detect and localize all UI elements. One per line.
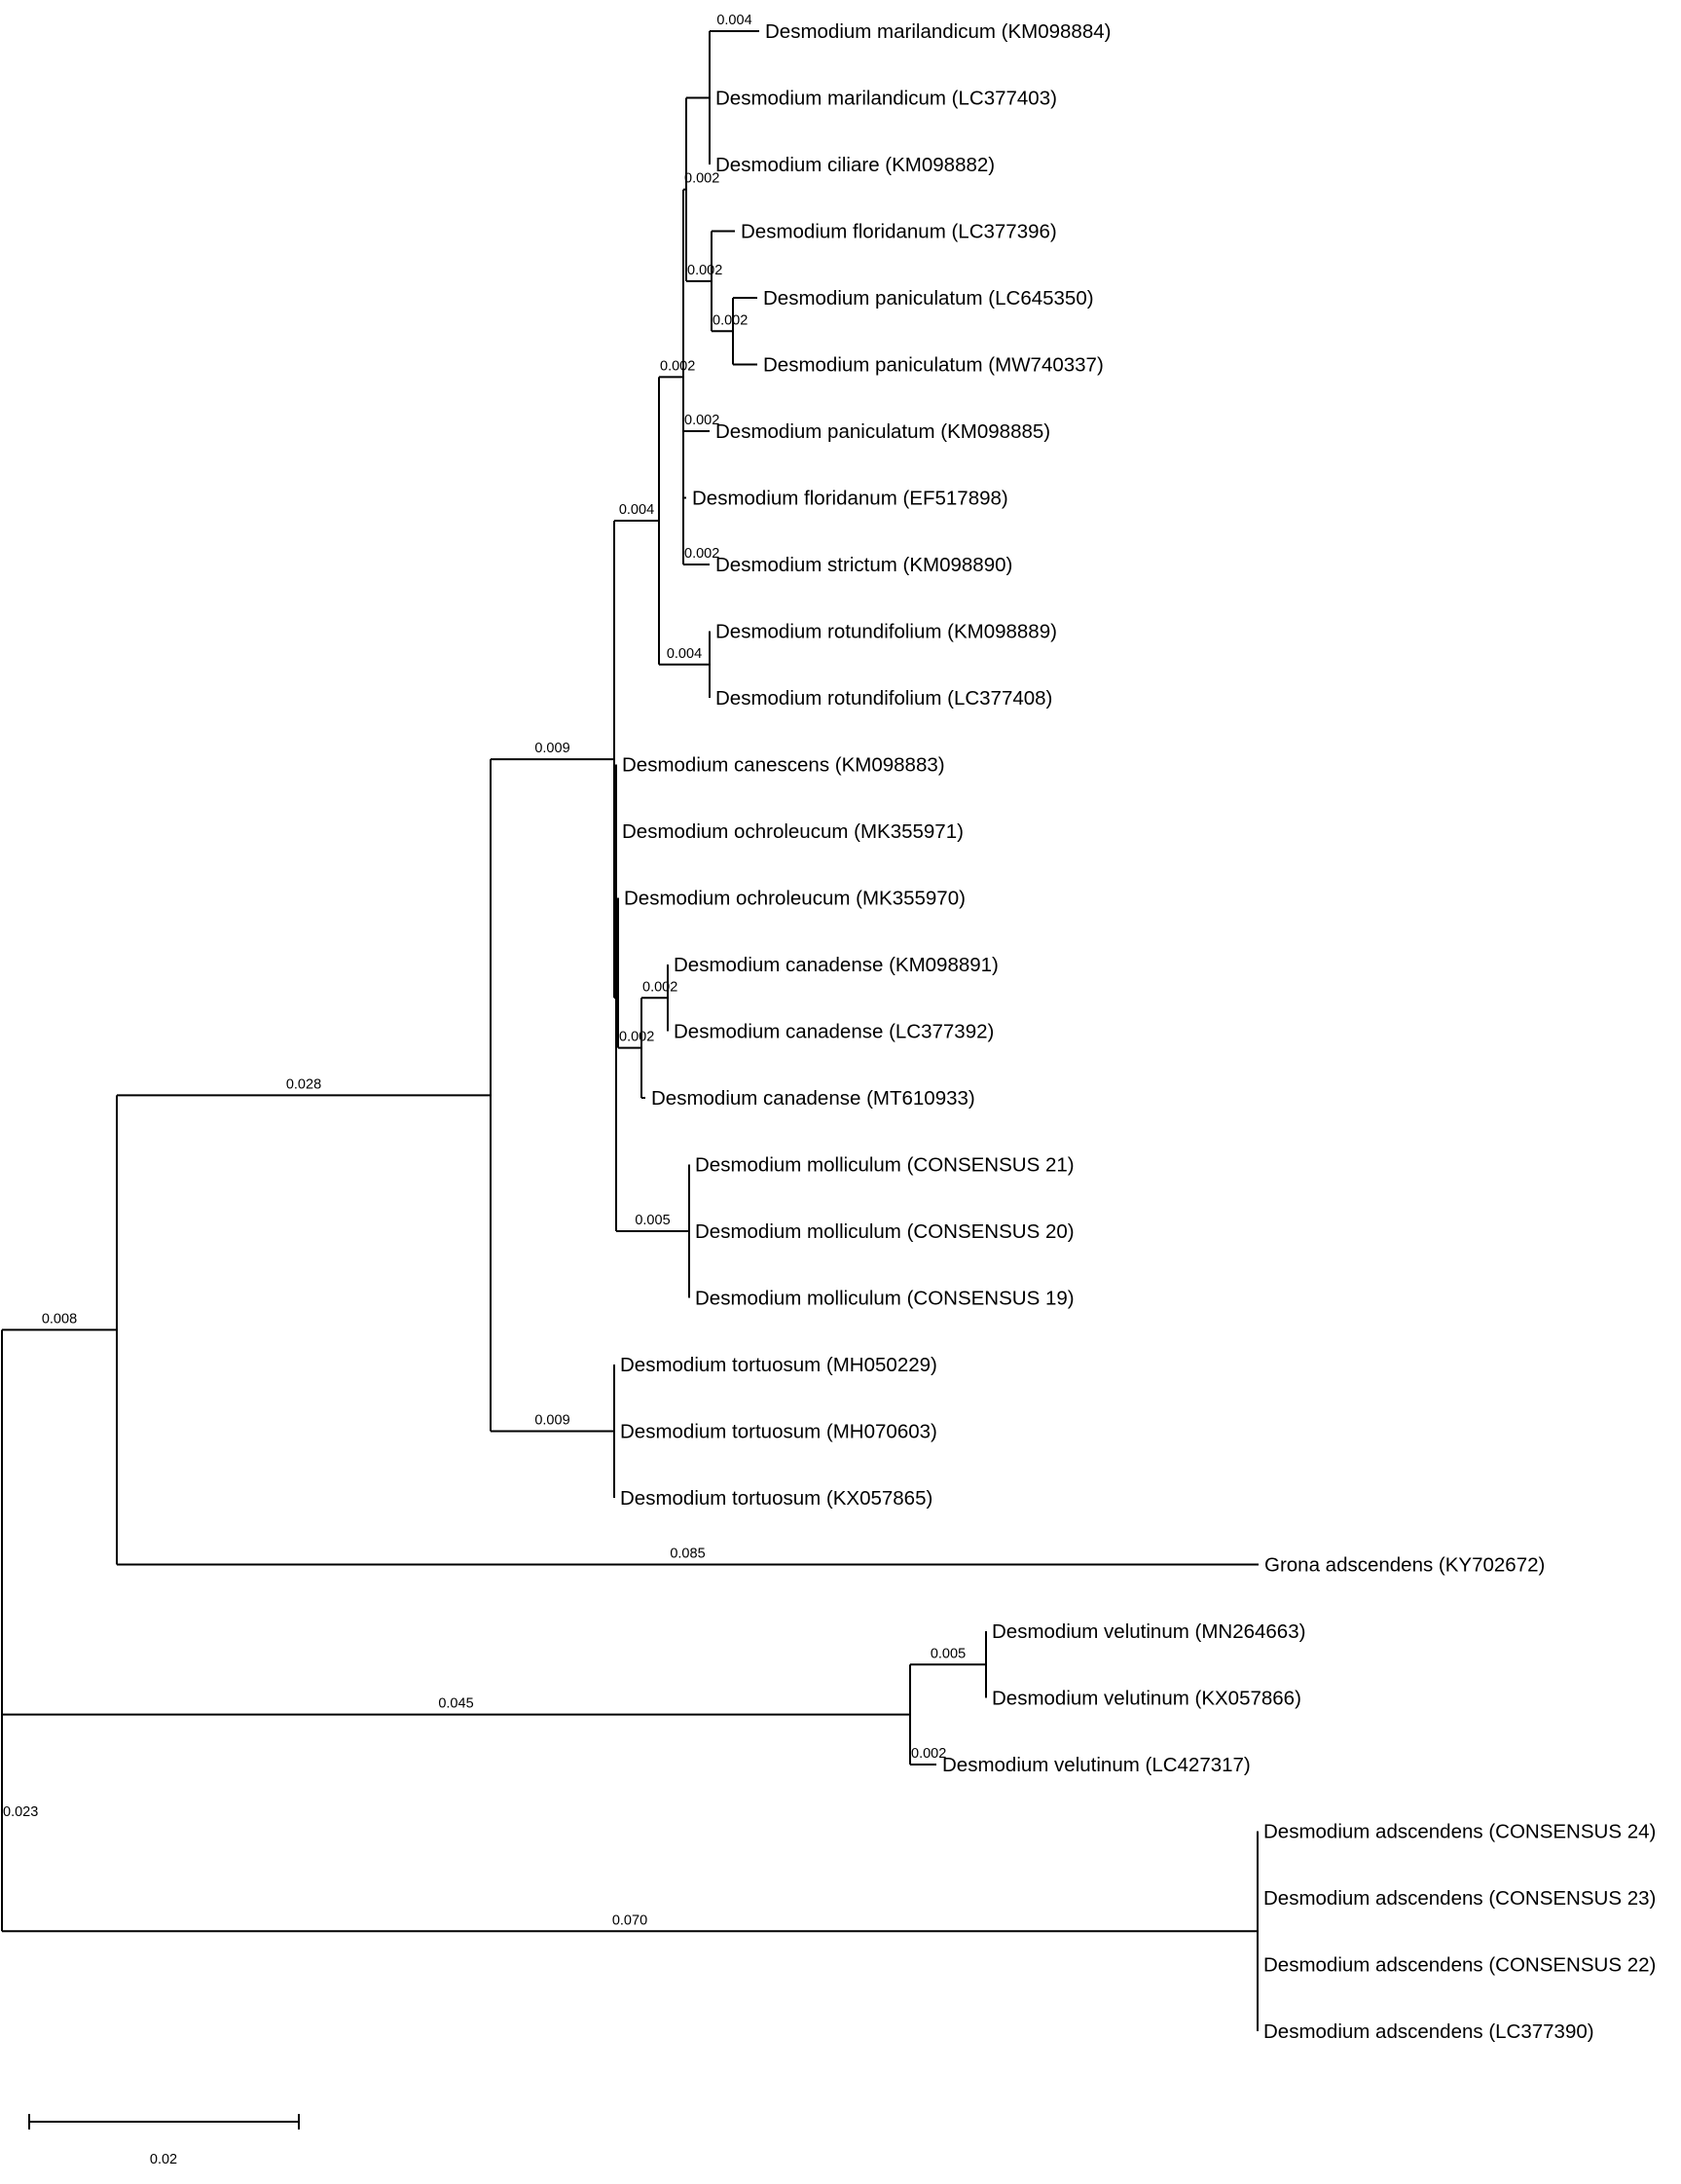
branch-length-leaf-26: 0.002 — [911, 1746, 946, 1762]
branch-length-nA: 0.008 — [42, 1311, 77, 1327]
taxon-label: Desmodium molliculum (CONSENSUS 21) — [695, 1154, 1075, 1177]
scale-bar: 0.02 — [28, 2114, 300, 2167]
taxon-label: Desmodium tortuosum (MH050229) — [620, 1354, 937, 1376]
taxon-label: Desmodium strictum (KM098890) — [715, 554, 1012, 576]
taxon-label: Desmodium ochroleucum (MK355970) — [624, 888, 966, 910]
taxon-label: Desmodium rotundifolium (LC377408) — [715, 687, 1052, 710]
branch-length-nF: 0.002 — [684, 171, 719, 187]
taxon-label: Desmodium marilandicum (LC377403) — [715, 88, 1057, 110]
branch-length-nI: 0.002 — [713, 312, 748, 328]
branch-length-nN: 0.002 — [642, 979, 677, 995]
taxon-label: Desmodium paniculatum (LC645350) — [763, 287, 1094, 309]
branch-length-nB: 0.028 — [286, 1076, 321, 1092]
taxon-label: Desmodium floridanum (EF517898) — [692, 488, 1008, 510]
branch-length-leaf-6: 0.002 — [684, 413, 719, 428]
branch-length-nD: 0.004 — [619, 502, 654, 518]
taxon-label: Desmodium ochroleucum (MK355971) — [622, 820, 964, 843]
branch-length-nC: 0.009 — [534, 741, 569, 756]
branch-length-nR: 0.045 — [438, 1696, 473, 1712]
taxon-label: Desmodium canadense (KM098891) — [674, 954, 999, 976]
branch-length-nJ: 0.004 — [667, 646, 702, 662]
scale-bar-label: 0.02 — [150, 2152, 177, 2167]
taxon-label: Desmodium ciliare (KM098882) — [715, 154, 995, 176]
taxon-label: Desmodium velutinum (LC427317) — [942, 1754, 1251, 1776]
taxon-label: Desmodium tortuosum (MH070603) — [620, 1421, 937, 1443]
branch-length-nQ: 0.023 — [3, 1804, 38, 1820]
taxon-label: Desmodium adscendens (LC377390) — [1263, 2020, 1594, 2043]
taxon-label: Desmodium canadense (MT610933) — [651, 1087, 975, 1110]
taxon-label: Desmodium adscendens (CONSENSUS 23) — [1263, 1887, 1656, 1910]
taxon-label: Desmodium adscendens (CONSENSUS 24) — [1263, 1821, 1656, 1843]
taxon-label: Desmodium adscendens (CONSENSUS 22) — [1263, 1954, 1656, 1977]
taxon-label: Desmodium molliculum (CONSENSUS 19) — [695, 1288, 1075, 1310]
taxon-label: Desmodium velutinum (MN264663) — [992, 1620, 1305, 1643]
taxon-label: Desmodium floridanum (LC377396) — [741, 221, 1057, 243]
taxon-label: Desmodium marilandicum (KM098884) — [765, 20, 1111, 43]
tree-branches — [1, 30, 1259, 2031]
taxon-label: Desmodium tortuosum (KX057865) — [620, 1487, 932, 1510]
taxon-label: Desmodium canescens (KM098883) — [622, 754, 945, 777]
taxon-label: Desmodium paniculatum (MW740337) — [763, 354, 1104, 377]
branch-length-labels: 0.008 0.028 0.009 0.004 0.002 0.002 0.002 0.002… — [3, 13, 966, 1928]
branch-length-nH: 0.002 — [687, 263, 722, 278]
branch-length-nM: 0.002 — [619, 1030, 654, 1045]
taxon-label: Grona adscendens (KY702672) — [1264, 1554, 1545, 1577]
taxon-label: Desmodium rotundifolium (KM098889) — [715, 621, 1057, 643]
branch-length-nE: 0.002 — [660, 358, 695, 374]
taxon-label: Desmodium molliculum (CONSENSUS 20) — [695, 1220, 1075, 1243]
branch-length-nO: 0.005 — [635, 1213, 670, 1228]
branch-length-nS: 0.005 — [931, 1646, 966, 1661]
branch-length-nT: 0.070 — [612, 1912, 647, 1928]
taxon-labels: Desmodium marilandicum (KM098884) Desmodi… — [620, 20, 1656, 2043]
branch-length-leaf-23: 0.085 — [670, 1547, 705, 1562]
taxon-label: Desmodium velutinum (KX057866) — [992, 1688, 1301, 1710]
branch-length-nP: 0.009 — [534, 1413, 569, 1429]
taxon-label: Desmodium canadense (LC377392) — [674, 1021, 994, 1043]
branch-length-leaf-0: 0.004 — [716, 13, 751, 28]
taxon-label: Desmodium paniculatum (KM098885) — [715, 420, 1050, 443]
branch-length-leaf-8: 0.002 — [684, 546, 719, 562]
